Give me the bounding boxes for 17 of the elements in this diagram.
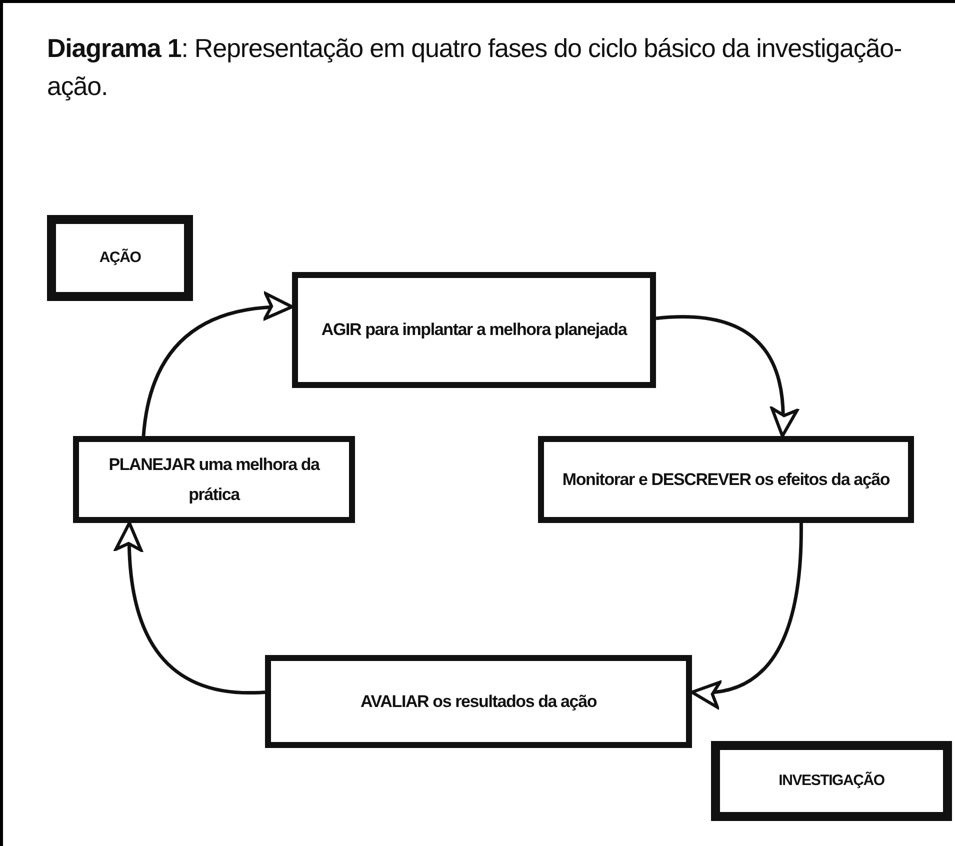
diagram-title: Diagrama 1: Representação em quatro fases do ciclo básico da investigação-ação. (47, 32, 903, 103)
stage-box (73, 436, 355, 523)
box-label: AÇÃO (99, 248, 141, 268)
curved-arrow (690, 522, 803, 708)
curved-arrow (115, 521, 266, 694)
curved-arrow (656, 315, 798, 438)
stage-box (265, 655, 692, 748)
box-label: INVESTIGAÇÃO (778, 770, 884, 791)
stage-box (292, 272, 656, 388)
box-label: AGIR para implantar a melhora planejada (321, 319, 627, 341)
box-label: AVALIAR os resultados da ação (360, 690, 597, 712)
stage-box (711, 741, 952, 821)
curved-arrow (142, 293, 294, 436)
box-label: PLANEJAR uma melhora da prática (108, 454, 321, 506)
stage-box (538, 436, 914, 523)
box-label: Monitorar e DESCREVER os efeitos da ação (562, 468, 890, 490)
stage-box (47, 215, 193, 301)
